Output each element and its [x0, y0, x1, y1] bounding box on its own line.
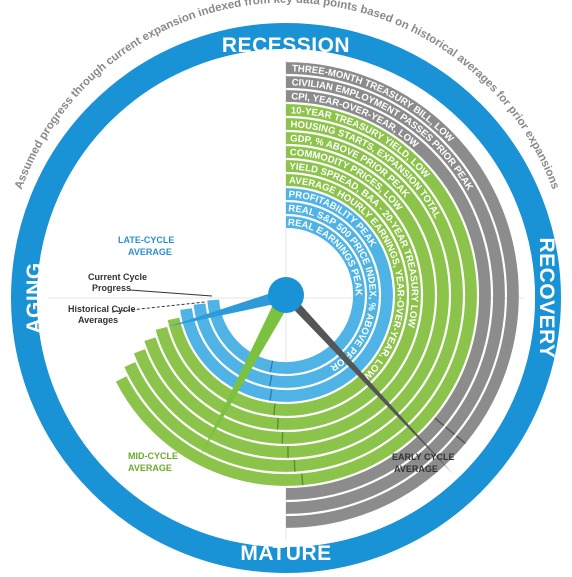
- indicator-band: [133, 132, 449, 458]
- indicator-tick: [434, 417, 445, 427]
- indicator-band: [144, 146, 435, 444]
- indicator-band: [124, 118, 463, 472]
- indicator-tick: [269, 374, 273, 387]
- indicator-tick: [269, 360, 274, 373]
- legend-historical-line1: Historical Cycle: [68, 304, 136, 314]
- indicator-tick: [301, 473, 304, 486]
- indicator-tick: [293, 459, 296, 472]
- phase-label-recovery: RECOVERY: [535, 237, 558, 358]
- indicator-tick: [273, 403, 276, 416]
- indicator-band: [155, 160, 421, 430]
- legend-current-leader: [129, 289, 213, 297]
- late-cycle-hand: [168, 288, 288, 327]
- early-cycle-hand: [282, 291, 454, 475]
- mid-cycle-label-line1: MID-CYCLE: [128, 451, 178, 461]
- indicator-band: [285, 76, 505, 514]
- indicator-band: [180, 188, 393, 402]
- cycle-hands: [168, 288, 454, 475]
- phase-ring-inner-edge: [37, 49, 535, 547]
- mid-cycle-label-line2: AVERAGE: [128, 463, 172, 473]
- indicator-band: [285, 62, 519, 528]
- early-cycle-label-line1: EARLY CYCLE: [392, 452, 455, 462]
- indicator-band: [167, 174, 407, 416]
- legend-historical-leader: [111, 301, 206, 313]
- late-cycle-label-line2: AVERAGE: [128, 247, 172, 257]
- indicator-tick: [455, 435, 466, 444]
- late-cycle-label-line1: LATE-CYCLE: [118, 235, 174, 245]
- indicator-band: [193, 202, 379, 388]
- legend-current-line1: Current Cycle: [88, 272, 147, 282]
- legend-historical-line2: Averages: [78, 315, 118, 325]
- indicator-bands: [115, 62, 519, 528]
- early-cycle-label-line2: AVERAGE: [394, 464, 438, 474]
- indicator-tick: [445, 426, 456, 436]
- indicator-tick: [276, 417, 279, 430]
- legend-current-line2: Progress: [92, 283, 131, 293]
- phase-label-aging: AGING: [23, 262, 46, 333]
- phase-label-recession: RECESSION: [222, 34, 350, 57]
- indicator-band: [207, 216, 365, 374]
- mid-cycle-hand: [199, 291, 293, 459]
- indicator-band: [115, 104, 477, 486]
- indicator-band: [285, 90, 491, 500]
- center-hub: [268, 277, 304, 313]
- phase-label-mature: MATURE: [240, 542, 331, 565]
- indicator-tick: [269, 388, 273, 401]
- phase-ring: [11, 23, 561, 573]
